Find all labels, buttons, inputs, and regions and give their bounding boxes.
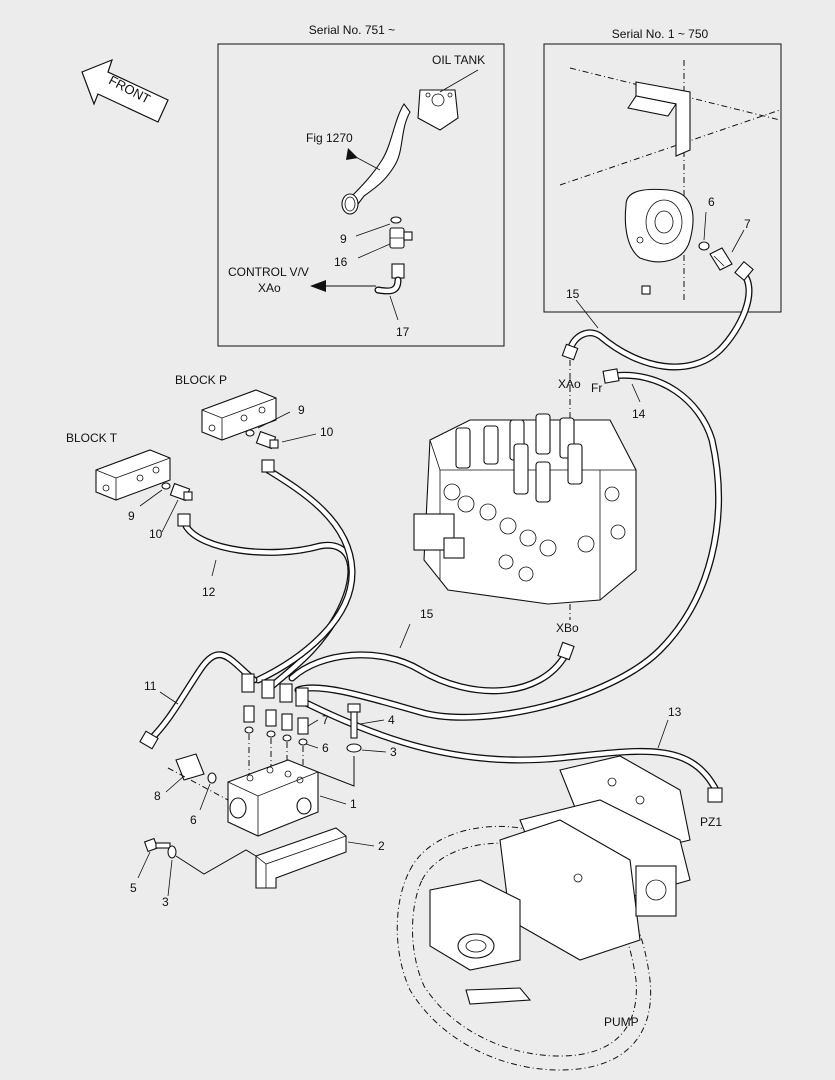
hose-14 [294, 368, 722, 721]
fig-ref-label: Fig 1270 [306, 131, 353, 145]
hose-13 [296, 696, 723, 803]
part-number-7-block: 7 [322, 713, 329, 727]
pz1-label: PZ1 [700, 815, 722, 829]
fig-arrow-icon [346, 148, 358, 160]
fitting-7-inset [709, 247, 733, 271]
part-number-8: 8 [154, 789, 161, 803]
part-number-14: 14 [632, 407, 646, 421]
part-number-7-inset: 7 [744, 217, 751, 231]
inset-right-frame [543, 43, 782, 313]
hose-15-lower [288, 641, 575, 695]
xbo-label: XBo [556, 621, 579, 635]
bracket-assembly [559, 60, 781, 300]
front-arrow-icon: FRONT [81, 58, 169, 123]
block-t-label: BLOCK T [66, 431, 118, 445]
part-number-6-inset: 6 [708, 195, 715, 209]
xao-label: XAo [558, 377, 581, 391]
control-arrow-icon [310, 280, 326, 292]
bolt-5 [143, 837, 171, 853]
control-valve [413, 413, 637, 605]
tee-fitting-16 [389, 227, 413, 249]
hose-11 [139, 459, 356, 750]
hose-15-upper [561, 261, 754, 371]
bolt-4 [347, 703, 361, 739]
oil-tank-label: OIL TANK [432, 53, 485, 67]
bracket-2 [255, 827, 347, 889]
part-number-9-inset: 9 [340, 232, 347, 246]
block-p [201, 389, 277, 441]
part-number-15-upper: 15 [566, 287, 580, 301]
part-number-6-block: 6 [322, 741, 329, 755]
part-number-9-p: 9 [298, 403, 305, 417]
part-number-13: 13 [668, 705, 682, 719]
fittings-row [241, 673, 309, 784]
block-t [95, 449, 171, 501]
part-number-15-lower: 15 [420, 607, 434, 621]
part-number-16: 16 [334, 255, 348, 269]
fitting-10-t [169, 482, 193, 502]
inset-left-frame [217, 43, 505, 347]
part-number-4: 4 [388, 713, 395, 727]
part-number-3-lower: 3 [162, 895, 169, 909]
part-number-2: 2 [378, 839, 385, 853]
part-number-6-plug: 6 [190, 813, 197, 827]
pump-assembly [396, 755, 691, 1071]
control-vv-label: CONTROL V/V [228, 265, 309, 279]
manifold-block-1 [227, 759, 319, 837]
part-number-12: 12 [202, 585, 216, 599]
part-number-17: 17 [396, 325, 410, 339]
fr-label: Fr [591, 381, 602, 395]
inset-right-title: Serial No. 1 ~ 750 [612, 27, 709, 41]
inset-left-title: Serial No. 751 ~ [309, 23, 395, 37]
block-p-label: BLOCK P [175, 373, 227, 387]
part-number-10-t: 10 [149, 527, 163, 541]
part-number-10-p: 10 [320, 425, 334, 439]
fitting-10-p [255, 430, 279, 450]
part-number-11: 11 [144, 679, 157, 693]
plug-8 [175, 753, 217, 784]
xao-inset-label: XAo [258, 281, 281, 295]
pump-label: PUMP [604, 1015, 639, 1029]
part-number-9-t: 9 [128, 509, 135, 523]
part-number-1: 1 [350, 797, 357, 811]
elbow-fitting-17 [374, 263, 405, 295]
oil-tank-pipe [341, 89, 459, 215]
part-number-3-upper: 3 [390, 745, 397, 759]
part-number-5: 5 [130, 881, 137, 895]
